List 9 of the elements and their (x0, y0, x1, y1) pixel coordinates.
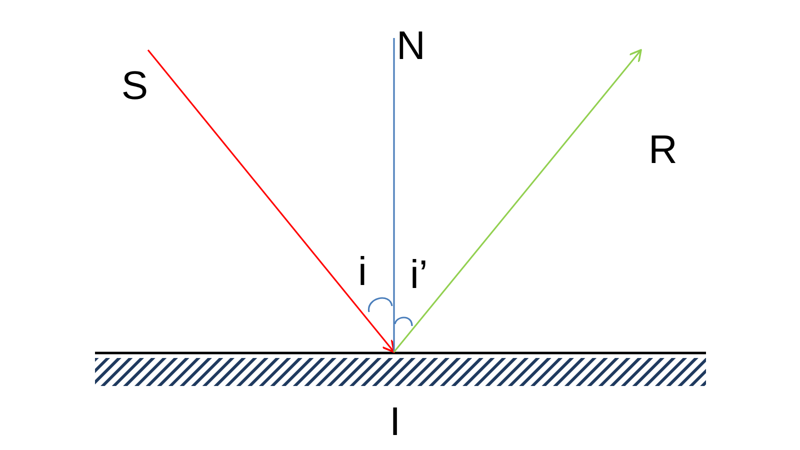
ray-label: S (121, 66, 148, 106)
ray-label: I (389, 402, 401, 442)
angle-label: i (358, 252, 367, 292)
ray-label: N (396, 26, 426, 66)
ray-label: R (648, 130, 678, 170)
ray-arrow (393, 49, 642, 352)
normal-line (393, 38, 395, 352)
ray-arrow (147, 50, 395, 353)
angle-label: i’ (410, 255, 428, 295)
